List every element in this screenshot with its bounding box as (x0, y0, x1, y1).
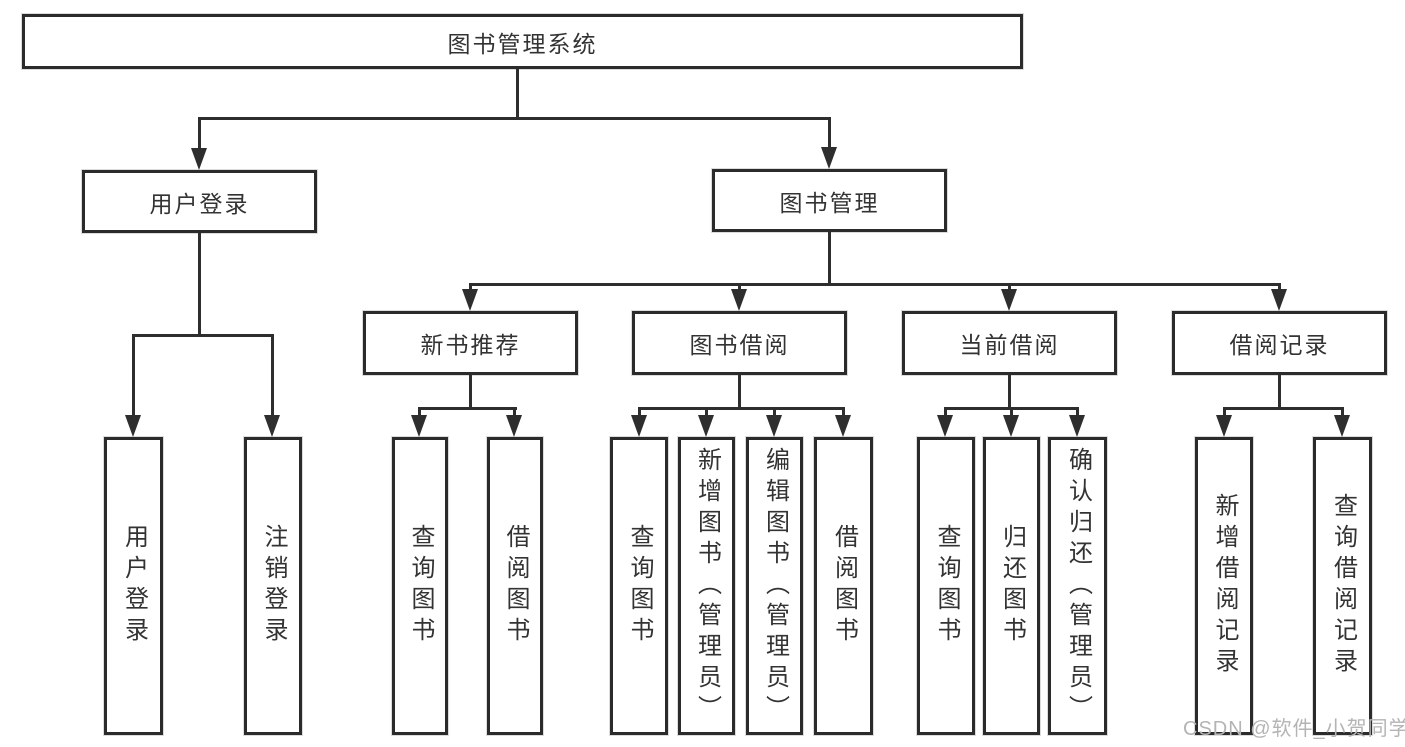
node-new-book-recommendation-label: 新书推荐 (420, 332, 521, 358)
arrowhead-add-borrow-record (1216, 415, 1232, 437)
node-borrowing-records: 借阅记录 (1172, 311, 1387, 375)
node-new-book-recommendation: 新书推荐 (363, 311, 578, 375)
connector-current-stem (1008, 375, 1011, 408)
connector-root-drop-left (198, 117, 201, 151)
arrowhead-query-books-2 (631, 415, 647, 437)
node-query-books-2-label: 查询图书 (626, 524, 653, 648)
node-return-books: 归还图书 (983, 437, 1040, 735)
connector-borrowing-stem (738, 375, 741, 408)
connector-newbook-rail (418, 407, 517, 410)
connector-login-drop-2 (271, 334, 274, 418)
connector-borrowing-rail (638, 407, 845, 410)
node-borrow-books-2-label: 借阅图书 (830, 524, 858, 648)
node-user-login: 用户登录 (82, 170, 317, 233)
node-user-login-label: 用户登录 (149, 190, 250, 217)
node-borrow-books-1-label: 借阅图书 (502, 524, 529, 648)
connector-mgmt-drop-3 (1008, 283, 1011, 293)
arrowhead-current-borrowing (1001, 289, 1017, 311)
arrowhead-borrow-books-1 (506, 415, 522, 437)
arrowhead-query-books-3 (937, 415, 953, 437)
connector-login-rail (132, 334, 274, 337)
connector-records-drop-1 (1223, 407, 1226, 419)
node-borrow-books-1: 借阅图书 (487, 437, 543, 735)
connector-mgmt-drop-2 (738, 283, 741, 293)
node-confirm-return-admin-label: 确认归还（管理员） (1064, 446, 1092, 726)
node-confirm-return-admin: 确认归还（管理员） (1048, 437, 1107, 735)
csdn-watermark: CSDN @软件_小贺同学 (1183, 718, 1405, 740)
connector-borrowing-drop-4 (842, 407, 845, 419)
node-book-management: 图书管理 (712, 169, 947, 232)
node-add-borrow-record-label: 新增借阅记录 (1211, 493, 1238, 679)
connector-newbook-drop-2 (513, 407, 516, 419)
arrowhead-book-management (821, 147, 837, 169)
node-query-books-3: 查询图书 (917, 437, 975, 735)
connector-root-drop-right (828, 117, 831, 151)
node-book-management-label: 图书管理 (779, 189, 880, 216)
connector-current-drop-3 (1076, 407, 1079, 419)
node-query-books-1: 查询图书 (392, 437, 448, 735)
arrowhead-confirm-return-admin (1069, 415, 1085, 437)
node-login-label: 用户登录 (120, 524, 148, 648)
connector-current-drop-1 (944, 407, 947, 419)
node-add-borrow-record: 新增借阅记录 (1195, 437, 1253, 735)
connector-login-stem (198, 233, 201, 334)
arrowhead-login (125, 415, 141, 437)
node-query-borrow-record: 查询借阅记录 (1313, 437, 1372, 735)
node-edit-books-admin: 编辑图书（管理员） (746, 437, 803, 735)
arrowhead-query-books-1 (411, 415, 427, 437)
connector-mgmt-drop-1 (469, 283, 472, 293)
connector-login-drop-1 (132, 334, 135, 418)
connector-mgmt-drop-4 (1278, 283, 1281, 293)
connector-mgmt-stem (828, 232, 831, 283)
arrowhead-edit-books-admin (766, 415, 782, 437)
connector-borrowing-drop-1 (638, 407, 641, 419)
node-logout: 注销登录 (244, 437, 302, 735)
arrowhead-logout (264, 415, 280, 437)
node-borrowing-records-label: 借阅记录 (1229, 332, 1330, 358)
connector-records-drop-2 (1341, 407, 1344, 419)
node-library-system: 图书管理系统 (22, 14, 1023, 69)
connector-current-drop-2 (1010, 407, 1013, 419)
node-query-borrow-record-label: 查询借阅记录 (1329, 493, 1357, 679)
connector-newbook-drop-1 (418, 407, 421, 419)
connector-borrowing-drop-2 (705, 407, 708, 419)
node-return-books-label: 归还图书 (998, 524, 1026, 648)
arrowhead-add-books-admin (698, 415, 714, 437)
arrowhead-book-borrowing (731, 289, 747, 311)
node-library-system-label: 图书管理系统 (447, 30, 598, 57)
node-book-borrowing-label: 图书借阅 (689, 332, 790, 358)
connector-mgmt-rail (469, 283, 1281, 286)
arrowhead-user-login (191, 148, 207, 170)
node-book-borrowing: 图书借阅 (632, 311, 847, 375)
connector-records-stem (1278, 375, 1281, 408)
node-current-borrowing-label: 当前借阅 (959, 332, 1060, 358)
node-add-books-admin: 新增图书（管理员） (678, 437, 735, 735)
connector-root-rail (198, 117, 831, 120)
connector-records-rail (1223, 407, 1344, 410)
node-query-books-2: 查询图书 (610, 437, 668, 735)
node-logout-label: 注销登录 (260, 524, 287, 648)
connector-root-stem (516, 69, 519, 117)
node-borrow-books-2: 借阅图书 (814, 437, 873, 735)
node-query-books-1-label: 查询图书 (407, 524, 434, 648)
arrowhead-borrowing-records (1271, 289, 1287, 311)
node-login: 用户登录 (104, 437, 163, 735)
node-add-books-admin-label: 新增图书（管理员） (693, 446, 721, 726)
connector-borrowing-drop-3 (773, 407, 776, 419)
connector-newbook-stem (469, 375, 472, 408)
node-current-borrowing: 当前借阅 (902, 311, 1117, 375)
arrowhead-return-books (1003, 415, 1019, 437)
arrowhead-query-borrow-record (1334, 415, 1350, 437)
node-query-books-3-label: 查询图书 (933, 524, 960, 648)
arrowhead-new-book-recommendation (462, 289, 478, 311)
node-edit-books-admin-label: 编辑图书（管理员） (761, 446, 789, 726)
arrowhead-borrow-books-2 (835, 415, 851, 437)
